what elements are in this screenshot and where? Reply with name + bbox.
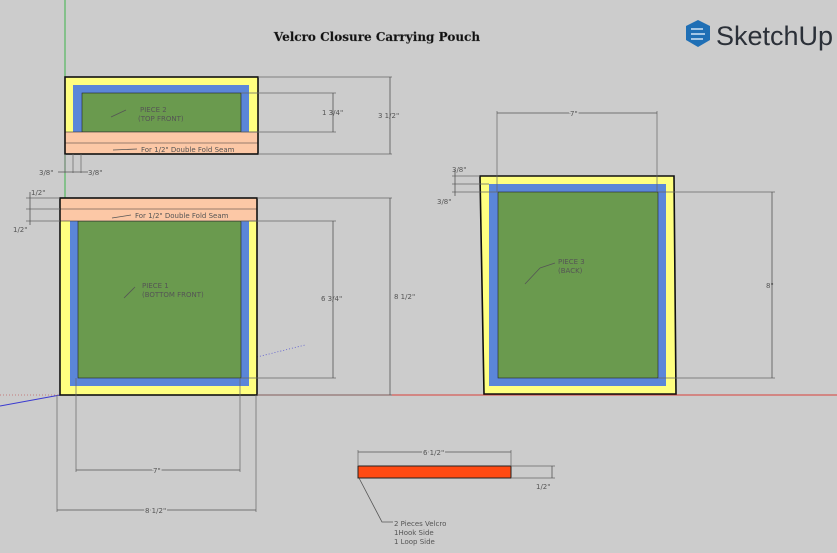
dim-p1-seam-a: 1/2" [31, 189, 46, 197]
piece-2-label: PIECE 2 [140, 106, 167, 114]
piece-3-sublabel: (BACK) [558, 267, 583, 275]
dim-p3-width: 7" [570, 110, 578, 118]
brand-name: SketchUp [716, 21, 833, 51]
dim-p3-height: 8" [766, 282, 774, 290]
dimensions: 3 1/2" 1 3/4" 3/8" 3/8" 1/2" 1/2" 8 1/2"… [13, 76, 775, 517]
piece-1[interactable]: PIECE 1 (BOTTOM FRONT) For 1/2" Double F… [59, 197, 258, 396]
piece-3[interactable]: PIECE 3 (BACK) [479, 175, 677, 395]
piece-1-sublabel: (BOTTOM FRONT) [142, 291, 204, 299]
dim-p1-height: 8 1/2" [394, 293, 415, 301]
piece-1-seam-note: For 1/2" Double Fold Seam [135, 212, 229, 220]
sketchup-logo: SketchUp [686, 20, 833, 51]
dim-p3-border-a: 3/8" [452, 166, 467, 174]
piece-2[interactable]: PIECE 2 (TOP FRONT) For 1/2" Double Fold… [64, 76, 259, 155]
piece-1-label: PIECE 1 [142, 282, 169, 290]
dim-p2-inner: 1 3/4" [322, 109, 343, 117]
dim-p2-border-b: 3/8" [88, 169, 103, 177]
dim-p1-width: 8 1/2" [145, 507, 166, 515]
velcro-strip[interactable]: 2 Pieces Velcro 1Hook Side 1 Loop Side [357, 465, 512, 546]
drawing-title: Velcro Closure Carrying Pouch [273, 30, 480, 44]
blue-axis-dotted [256, 344, 306, 358]
dim-p2-height: 3 1/2" [378, 112, 399, 120]
dim-p3-border-b: 3/8" [437, 198, 452, 206]
velcro-note-2: 1Hook Side [394, 529, 434, 537]
dim-p1-inner-width: 7" [153, 467, 161, 475]
blue-axis [0, 394, 61, 407]
piece-2-seam-note: For 1/2" Double Fold Seam [141, 146, 235, 154]
dim-p2-border-a: 3/8" [39, 169, 54, 177]
dim-p1-seam-b: 1/2" [13, 226, 28, 234]
piece-2-sublabel: (TOP FRONT) [138, 115, 184, 123]
dim-velcro-length: 6 1/2" [423, 449, 444, 457]
velcro-note-3: 1 Loop Side [394, 538, 435, 546]
dim-p1-inner: 6 3/4" [321, 295, 342, 303]
piece-3-label: PIECE 3 [558, 258, 585, 266]
velcro-note-1: 2 Pieces Velcro [394, 520, 446, 528]
dim-velcro-width: 1/2" [536, 483, 551, 491]
